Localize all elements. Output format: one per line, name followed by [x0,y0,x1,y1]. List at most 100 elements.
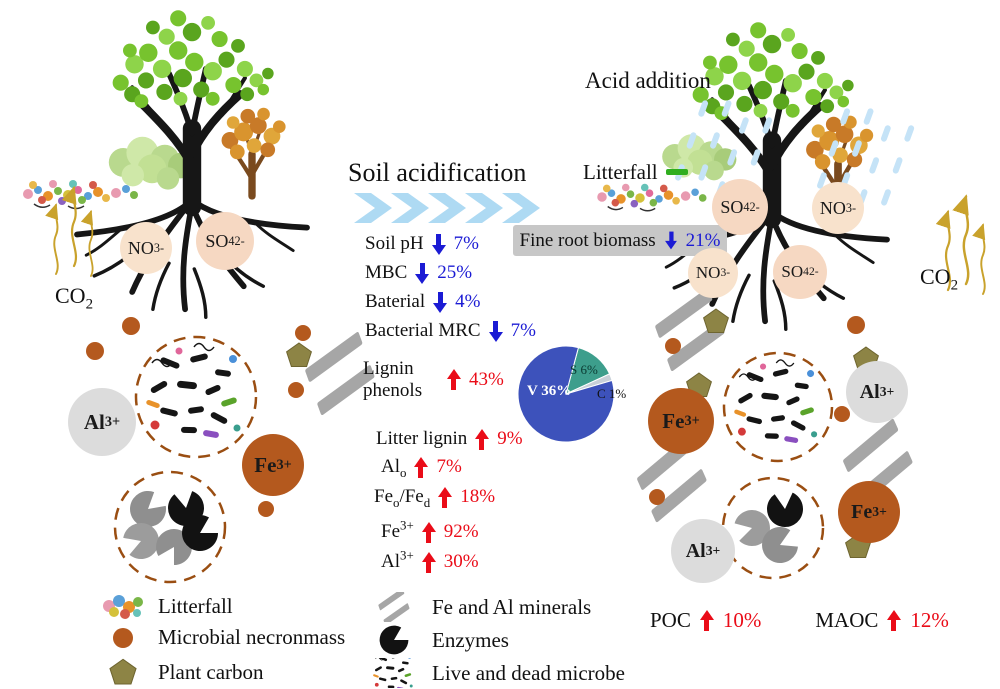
poc-label: POC [650,608,691,632]
microbial-necromass-dot [665,338,681,354]
figure-title: Soil acidification [348,158,527,187]
down-arrow-icon [431,233,446,255]
left-litterfall-ground [22,179,139,210]
plant-carbon-pentagon [703,308,729,333]
stat-value: 18% [460,486,496,507]
down-arrow-icon [488,320,503,342]
microbial-necromass-dot [288,382,304,398]
plant-carbon-icon [100,658,146,686]
lignin-pie-chart [517,345,615,443]
left-orange-tree [222,108,286,196]
up-arrow-icon [475,429,489,450]
legend-label: Litterfall [158,593,233,618]
stat-value: 25% [437,262,473,283]
stat-value: 92% [443,521,479,542]
legend-enzymes: Enzymes [368,625,509,655]
microbial-necromass-dot [295,325,311,341]
legend-label: Live and dead microbe [432,660,625,685]
plant-carbon-pentagon [286,342,312,367]
pie-label-v: V 36% [527,383,572,399]
up-arrow-icon [700,610,714,631]
legend-microbial-necromass: Microbial necronmass [100,625,345,650]
stat-alo: Alo 7% [381,456,462,480]
pie-label-c: C 1% [597,386,627,401]
legend-label: Microbial necronmass [158,625,346,649]
microbial-necromass-dot [122,317,140,335]
legend-label: Plant carbon [158,659,264,684]
left-enzyme-cluster [113,470,227,584]
fine-root-biomass-badge: Fine root biomass 21% [513,225,727,256]
soil-acidification-chevrons [354,193,540,223]
right-enzyme-cluster [721,476,825,580]
microbial-necromass-dot [834,406,850,422]
stat-bacterial: Baterial 4% [365,291,481,313]
maoc-label: MAOC [815,608,879,632]
stat-value: 7% [510,320,536,341]
stat-feo-fed: Feo/Fed 18% [374,486,496,510]
legend-litterfall: Litterfall [100,592,233,620]
enzymes-icon [368,625,420,655]
down-arrow-icon [664,231,677,250]
down-arrow-icon [415,262,430,284]
stat-value: 43% [469,368,504,390]
stat-value: 9% [497,428,523,449]
left-tree-group [22,10,307,317]
stat-soil-ph: Soil pH 7% [365,233,479,255]
stat-value: 7% [453,233,479,254]
acid-addition-label: Acid addition [585,68,711,93]
legend-plant-carbon: Plant carbon [100,658,264,686]
poc-maoc-stats: POC 10% MAOC 12% [650,608,949,633]
legend-label: Enzymes [432,627,509,652]
up-arrow-icon [422,552,436,573]
microbial-necromass-dot [649,489,665,505]
up-arrow-icon [438,487,452,508]
pie-label-s: S 6% [570,362,598,377]
stat-bacterial-mrc: Bacterial MRC 7% [365,320,536,342]
right-microbe-community [722,351,834,463]
litterfall-decrease-dash [666,169,688,175]
up-arrow-icon [887,610,901,631]
stat-litter-lignin: Litter lignin 9% [376,428,523,450]
litterfall-label: Litterfall [583,160,658,184]
legend-fe-al-minerals: Fe and Al minerals [368,592,591,622]
fine-root-value: 21% [685,229,721,251]
co2-label-right: CO2 [920,264,959,294]
microbial-necromass-dot [258,501,274,517]
maoc-value: 12% [910,608,949,632]
stat-value: 30% [443,551,479,572]
stat-lignin-phenols: Lignin phenols 43% [363,358,504,401]
stat-fe3: Fe3+ 92% [381,517,479,542]
fine-root-label: Fine root biomass [519,229,656,251]
right-litterfall-ground [596,182,708,212]
legend-live-dead-microbe: Live and dead microbe [368,658,625,688]
legend-label: Fe and Al minerals [432,594,592,619]
stat-value: 7% [436,456,462,477]
stat-al3: Al3+ 30% [381,547,479,573]
microbial-necromass-icon [100,627,146,648]
co2-label-left: CO2 [55,283,94,313]
litterfall-icon [100,592,146,620]
microbial-necromass-dot [86,342,104,360]
live-dead-microbe-icon [368,658,420,688]
poc-value: 10% [722,608,762,632]
left-microbe-community [134,335,258,459]
stat-mbc: MBC 25% [365,262,473,284]
fe-al-minerals-icon [368,592,420,622]
up-arrow-icon [447,369,461,390]
microbial-necromass-dot [847,316,865,334]
stat-value: 4% [455,291,481,312]
